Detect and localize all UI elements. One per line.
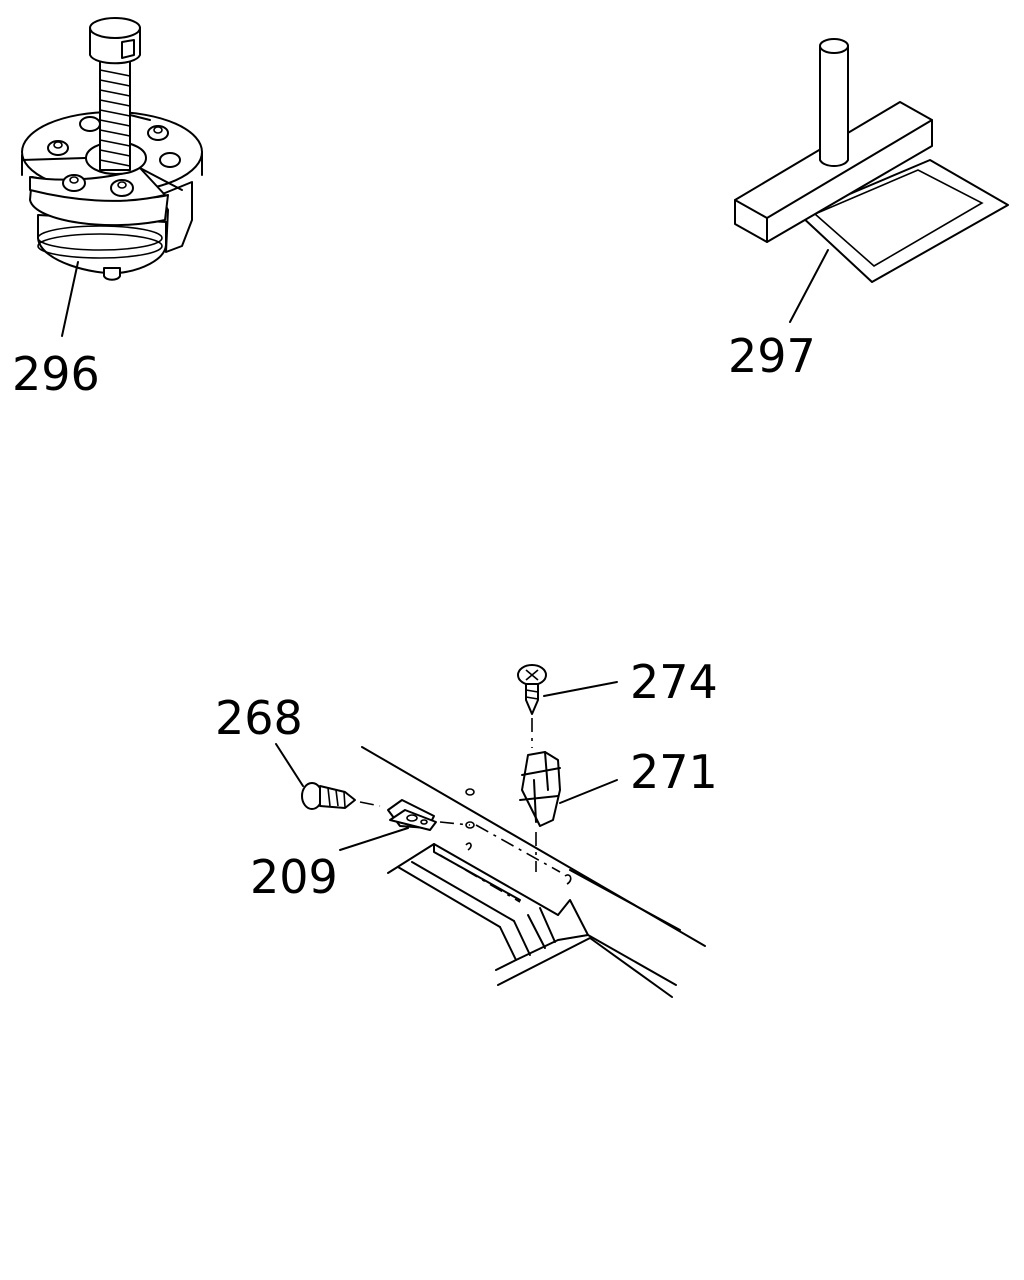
nut-clip-209 [339,799,471,851]
t-bar-tool-297 [734,38,1009,323]
clip-271 [519,751,618,872]
callout-271: 271 [630,745,718,799]
leader-296 [61,261,79,337]
leader-271 [559,779,618,804]
screw-274 [517,664,618,748]
leader-209 [339,827,409,851]
callout-274: 274 [630,655,718,709]
callout-268: 268 [215,691,303,745]
bolt-heads [47,116,181,197]
puller-tool-296 [21,17,203,337]
callout-297: 297 [728,329,816,383]
callout-209: 209 [250,850,338,904]
screw-268 [275,743,381,810]
leader-297 [789,249,829,323]
leader-274 [543,681,618,697]
panel-assembly [361,746,706,998]
leader-268 [275,743,304,787]
callout-296: 296 [12,347,100,401]
